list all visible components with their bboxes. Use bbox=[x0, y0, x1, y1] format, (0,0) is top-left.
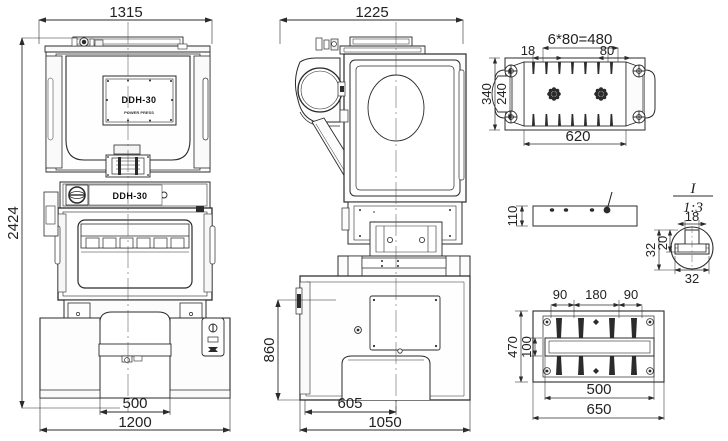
side-main-frame bbox=[337, 53, 467, 203]
dim-slot-width-18 bbox=[677, 220, 707, 232]
dim-label-bar-thickness: 110 bbox=[505, 206, 520, 227]
dim-label-side-width: 1225 bbox=[355, 4, 388, 21]
side-bed bbox=[337, 255, 471, 277]
dim-label-slot-total-depth: 32 bbox=[643, 243, 658, 257]
dim-label-slot-pitch: 6*80=480 bbox=[548, 31, 613, 48]
dim-label-slot-top-width: 18 bbox=[685, 209, 699, 224]
dim-label-table-outer-height: 470 bbox=[505, 336, 520, 358]
section-scale-label: 1:3 bbox=[683, 200, 703, 216]
dim-label-span-c: 90 bbox=[624, 287, 638, 302]
dim-label-front-width: 1315 bbox=[109, 4, 142, 21]
t-slot-profile bbox=[670, 226, 714, 270]
front-base bbox=[39, 299, 231, 399]
dim-label-bolster-width: 620 bbox=[565, 128, 590, 145]
dim-table-width-650 bbox=[532, 382, 665, 421]
dim-table-height-470 bbox=[515, 310, 528, 383]
dim-label-table-outer-width: 650 bbox=[586, 401, 611, 418]
bolster-slot-teeth-top bbox=[532, 62, 613, 74]
dim-side-depth-605 bbox=[304, 400, 397, 415]
dim-label-slot-neck-depth: 20 bbox=[655, 236, 670, 250]
bolster-plan-detail bbox=[489, 45, 656, 147]
section-callout-label: I bbox=[690, 181, 697, 197]
dim-bolster-width-620 bbox=[523, 130, 627, 147]
dim-label-front-height: 2424 bbox=[5, 206, 22, 239]
side-mid-section bbox=[341, 201, 463, 257]
front-lower-frame bbox=[43, 191, 216, 301]
dim-table-slot-spans bbox=[550, 300, 643, 318]
dim-slot-bottom-32 bbox=[674, 256, 710, 274]
dim-label-side-height: 860 bbox=[261, 337, 278, 362]
dim-slot-neck-20 bbox=[666, 229, 678, 253]
dim-label-front-base: 1200 bbox=[118, 414, 151, 431]
front-upper-nameplate bbox=[102, 75, 177, 126]
side-pedestal bbox=[295, 275, 471, 401]
dim-label-table-inner-height: 100 bbox=[519, 336, 534, 358]
table-plan-detail bbox=[515, 300, 665, 421]
dim-label-bolster-inner-height: 240 bbox=[494, 83, 509, 105]
bolster-slot-teeth-bottom bbox=[532, 114, 613, 126]
nameplate-label-upper: DDH-30 bbox=[122, 95, 157, 105]
dim-slot-spacing-80 bbox=[597, 52, 631, 62]
side-motor-housing bbox=[294, 57, 361, 183]
dim-edge-18 bbox=[532, 52, 563, 62]
dim-side-depth-1050 bbox=[299, 400, 471, 433]
dim-label-slot-spacing: 80 bbox=[600, 43, 614, 58]
dim-label-edge-offset: 18 bbox=[521, 43, 535, 58]
nameplate-label-lower: DDH-30 bbox=[113, 191, 148, 201]
table-corner-bolts bbox=[543, 318, 654, 375]
front-control-band bbox=[59, 181, 211, 209]
side-elevation-view bbox=[275, 17, 471, 433]
dim-front-opening-500 bbox=[99, 398, 171, 415]
front-elevation-view bbox=[19, 17, 231, 433]
dim-side-width-1225 bbox=[279, 17, 464, 44]
bolster-center-boss bbox=[547, 87, 608, 101]
dim-label-table-inner-width: 500 bbox=[586, 381, 611, 398]
table-slot-bars-bottom bbox=[556, 356, 637, 375]
dim-table-inner-100 bbox=[530, 337, 542, 357]
dim-bar-thickness-110 bbox=[516, 205, 528, 227]
t-slot-section-detail bbox=[516, 191, 714, 274]
dim-label-slot-bottom-width: 32 bbox=[685, 271, 699, 286]
table-slot-bars-top bbox=[556, 318, 637, 338]
dim-label-side-depth-total: 1050 bbox=[368, 414, 401, 431]
side-crown bbox=[315, 36, 426, 55]
dim-label-side-depth-front: 605 bbox=[337, 395, 362, 412]
dim-table-inner-width-500 bbox=[544, 356, 655, 401]
nameplate-sublabel-upper: POWER PRESS bbox=[124, 110, 154, 115]
section-callout-leader bbox=[606, 191, 613, 211]
dim-front-base-1200 bbox=[39, 398, 231, 433]
dim-label-bolster-outer-height: 340 bbox=[479, 83, 494, 105]
dim-front-width-1315 bbox=[38, 17, 213, 44]
dim-bolster-height-340 bbox=[489, 57, 500, 131]
dim-label-front-opening: 500 bbox=[122, 395, 147, 412]
dim-slot-depth-32 bbox=[654, 229, 678, 271]
dim-side-height-860 bbox=[275, 299, 336, 401]
dim-label-span-a: 90 bbox=[553, 287, 567, 302]
dim-label-span-b: 180 bbox=[585, 287, 607, 302]
